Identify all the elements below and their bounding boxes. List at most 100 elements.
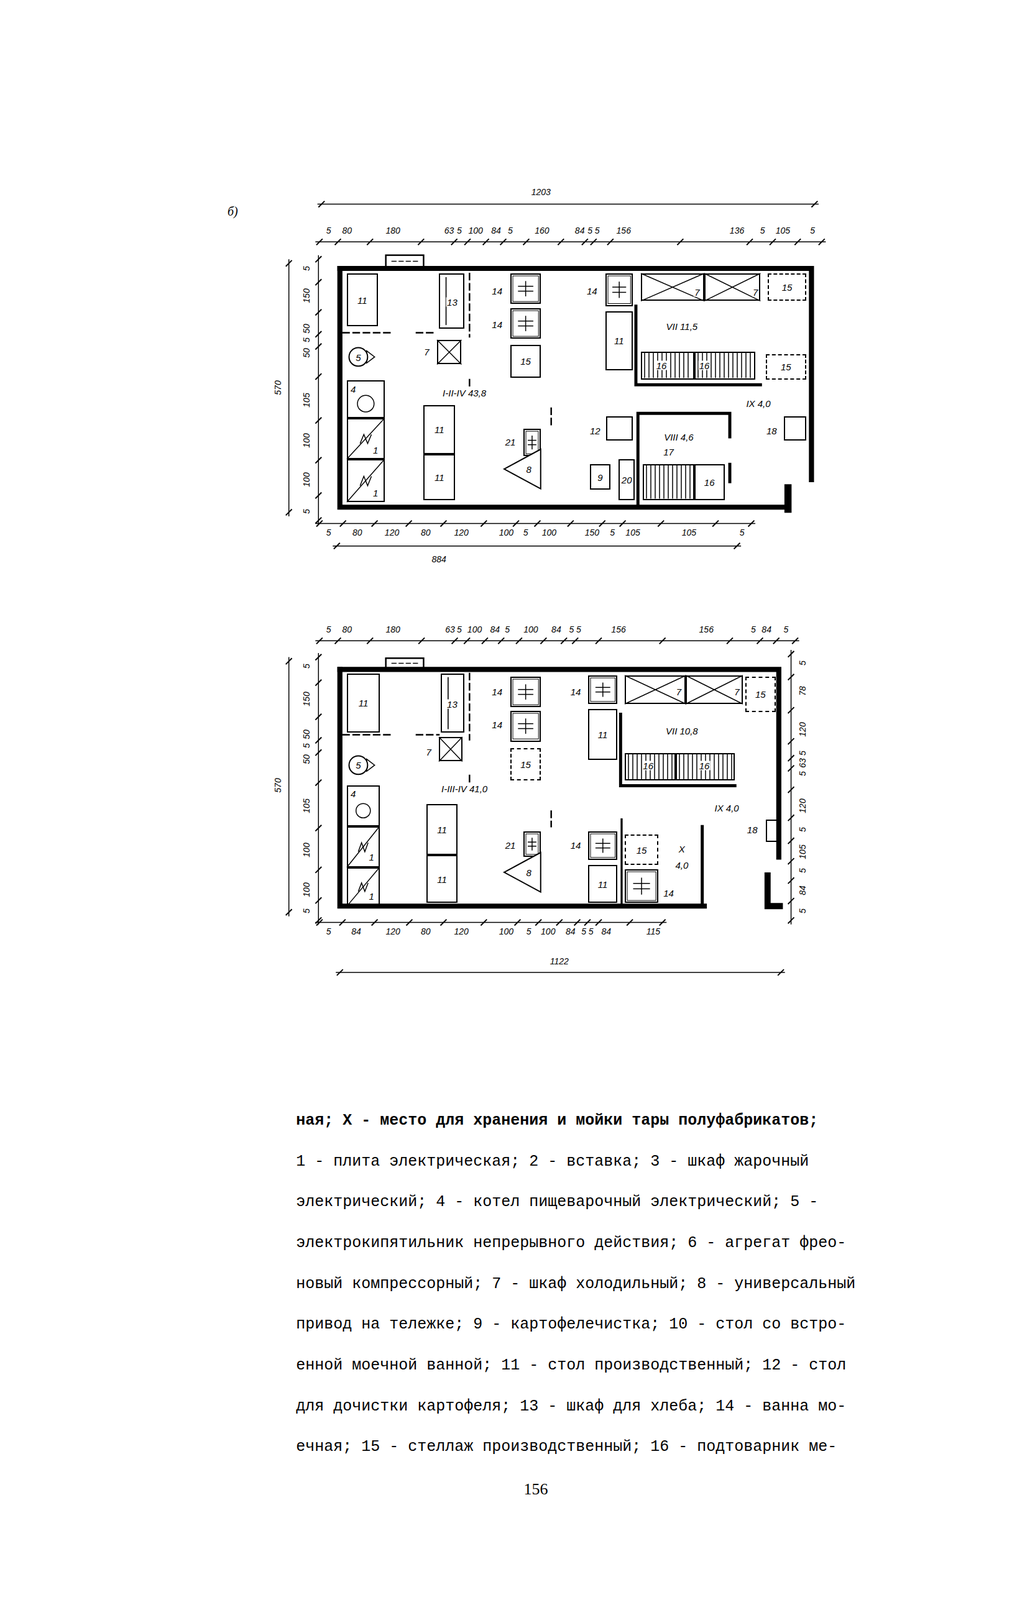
symbol-line [681, 465, 682, 499]
dimension-tick [500, 238, 507, 245]
equipment-box: 9 [589, 464, 611, 490]
symbol-line [527, 846, 537, 847]
callout-number: 14 [491, 719, 503, 730]
callout-number: 1 [368, 852, 375, 863]
dimension-tick [556, 920, 563, 927]
symbol-line [644, 353, 645, 378]
dimension: 84 [575, 226, 585, 235]
dimension: 180 [385, 226, 400, 235]
dimension: 100 [302, 433, 311, 449]
dimension-tick [418, 637, 425, 644]
symbol-line [659, 465, 661, 499]
symbol-line [527, 842, 537, 843]
callout-number: 13 [446, 297, 459, 308]
dimension: 5 [326, 927, 332, 937]
dimension-tick [599, 520, 606, 528]
equipment-symbol [346, 418, 385, 460]
callout-number: 14 [491, 320, 503, 330]
dimension-tick [777, 969, 784, 976]
dimension-tick [757, 637, 764, 644]
partition [637, 413, 730, 506]
symbol-line [749, 353, 751, 378]
dimension-tick [659, 920, 666, 927]
dimension-tick [788, 765, 795, 773]
dimension: 5 [576, 625, 582, 635]
callout-number: 17 [662, 447, 675, 457]
symbol-line [632, 754, 633, 780]
dimension-tick [515, 637, 523, 644]
dimension-tick [366, 637, 373, 644]
dimension: 100 [302, 842, 311, 858]
callout-number: 20 [621, 474, 633, 485]
equipment-box: 14 [510, 273, 541, 304]
dimension-line [315, 523, 756, 525]
dimension-line [318, 653, 319, 925]
dimension: 80 [341, 625, 352, 635]
dashed-line [468, 273, 470, 337]
symbol-line [722, 754, 723, 780]
equipment-symbol [606, 416, 633, 441]
dimension-tick [285, 909, 293, 916]
dimension: 5 [523, 528, 529, 538]
callout-number: 7 [733, 687, 740, 697]
callout-number: 8 [525, 464, 532, 475]
dimension-tick [557, 238, 564, 245]
dimension: 5 [587, 226, 593, 235]
dimension: 5 [798, 750, 807, 756]
callout-number: 18 [765, 425, 778, 436]
dimension: 84 [491, 226, 502, 235]
dimension-tick [657, 520, 664, 528]
callout-number: 14 [570, 687, 582, 697]
dimension: 570 [273, 380, 283, 395]
drive-triangle [504, 852, 541, 893]
heater-zigzag [358, 883, 369, 893]
dimension-tick [315, 825, 322, 832]
hood-line [392, 261, 418, 263]
dimension-tick [315, 331, 322, 338]
dimension: 5 [739, 528, 745, 538]
symbol-line [668, 465, 669, 499]
partition [728, 464, 732, 482]
callout-number: 15 [780, 362, 792, 372]
symbol-line [640, 878, 642, 896]
dimension-tick [464, 238, 471, 245]
equipment-box: 16 [675, 753, 735, 781]
callout-number: 11 [356, 295, 368, 305]
dimension-tick [540, 637, 547, 644]
dashed-line [343, 734, 391, 736]
symbol-line [658, 754, 659, 780]
dimension-tick [315, 867, 322, 874]
dimension: 100 [468, 226, 483, 235]
symbol-line [437, 340, 462, 365]
dimension-tick [315, 279, 322, 286]
dimension-tick [480, 520, 487, 528]
callout-number: 1 [368, 891, 375, 901]
dimension-tick [788, 917, 795, 924]
hood-line [392, 663, 418, 665]
boiler-circle [348, 348, 368, 367]
equipment-box: 15 [765, 354, 807, 380]
symbol-line [527, 444, 537, 446]
equipment-box: 12 [606, 416, 633, 441]
dimension: 100 [302, 882, 311, 897]
symbol-line [595, 843, 611, 845]
symbol-line [612, 292, 626, 293]
equipment-box: 20 [618, 459, 635, 501]
dimension: 156 [616, 226, 631, 235]
dimension-tick [788, 738, 795, 745]
equipment-box: 14 [588, 675, 618, 705]
dimension: 5 [750, 625, 756, 635]
dimension: 180 [385, 625, 400, 635]
symbol-line [517, 290, 534, 292]
callout-number: 14 [491, 285, 503, 296]
callout-number: 15 [635, 845, 648, 855]
dimension-tick [316, 920, 323, 927]
callout-number: 11 [436, 874, 448, 884]
dimension: 100 [302, 472, 311, 487]
equipment-box: 5 [348, 755, 375, 776]
symbol-line [685, 675, 743, 705]
tub-inner [512, 276, 539, 302]
dimension-tick [535, 920, 542, 927]
dimension: 5 [302, 743, 311, 749]
